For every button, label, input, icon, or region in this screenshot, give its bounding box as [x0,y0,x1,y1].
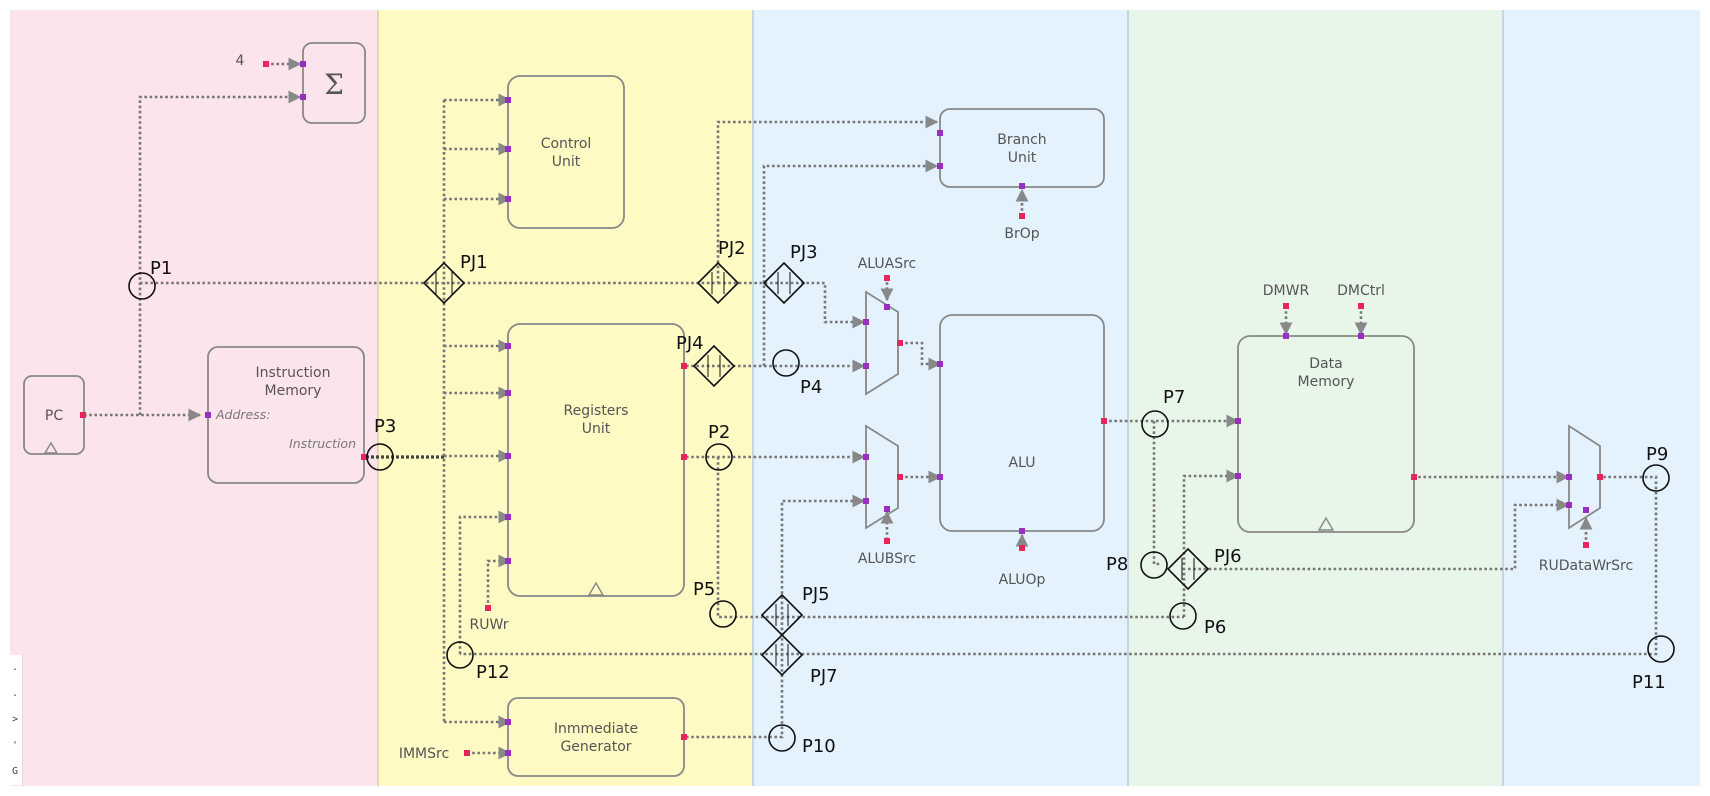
dmctrl-signal: DMCtrl [1337,283,1385,299]
point-p7: P7 [1163,387,1185,408]
toolbar-glyph[interactable]: G [11,766,19,777]
point-p12: P12 [476,662,510,683]
junction-pj4-label: PJ4 [676,333,704,354]
pc-label: PC [45,408,63,424]
point-p5: P5 [693,579,715,600]
const-four: 4 [236,53,245,69]
ruwr-signal: RUWr [470,617,509,633]
branch-unit-title-1: Branch [997,132,1046,148]
point-p1: P1 [150,258,172,279]
junction-pj5-label: PJ5 [802,584,830,605]
stage-writeback [1503,10,1700,786]
alubsrc-signal: ALUBSrc [858,551,916,567]
pc-adder[interactable] [302,42,366,124]
immsrc-signal: IMMSrc [399,746,449,762]
brop-signal: BrOp [1004,226,1039,242]
stage-memory [1128,10,1503,786]
junction-pj4 [692,344,736,388]
junction-pj1 [422,261,466,305]
junction-pj7 [760,633,804,677]
point-p10: P10 [802,736,836,757]
stage-fetch [10,10,378,786]
point-p8: P8 [1106,554,1128,575]
alu-title: ALU [1009,455,1036,471]
instruction-port-label: Instruction [289,436,356,451]
data-mem-title-2: Memory [1298,374,1355,390]
point-p3: P3 [374,416,396,437]
writeback-mux[interactable] [1568,424,1601,530]
left-toolbar[interactable]: . . > ' G [8,655,23,785]
alu-b-mux[interactable] [865,424,899,530]
imm-gen-title-2: Generator [560,739,631,755]
junction-pj6-label: PJ6 [1214,546,1242,567]
rudatawrsrc-signal: RUDataWrSrc [1539,558,1633,574]
stage-decode [378,10,753,786]
registers-title-1: Registers [564,403,629,419]
point-p9: P9 [1646,444,1668,465]
toolbar-glyph[interactable]: ' [11,740,19,751]
imm-gen-title-1: Inmmediate [554,721,638,737]
junction-pj2 [696,261,740,305]
instr-mem-title-2: Memory [265,383,322,399]
point-p6: P6 [1204,617,1226,638]
junction-pj2-label: PJ2 [718,238,746,259]
point-p11: P11 [1632,672,1666,693]
toolbar-glyph[interactable]: > [11,714,19,725]
aluop-signal: ALUOp [999,572,1046,588]
junction-pj3 [762,261,806,305]
junction-pj6 [1166,547,1210,591]
dmwr-signal: DMWR [1263,283,1310,299]
junction-pj3-label: PJ3 [790,242,818,263]
data-mem-title-1: Data [1309,356,1342,372]
control-unit-title-1: Control [541,136,592,152]
address-port-label: Address: [215,407,271,422]
registers-title-2: Unit [582,421,611,437]
aluasrc-signal: ALUASrc [858,256,917,272]
control-unit-title-2: Unit [552,154,581,170]
toolbar-glyph[interactable]: . [11,688,19,699]
point-p2: P2 [708,422,730,443]
junction-pj7-label: PJ7 [810,666,838,687]
branch-unit-title-2: Unit [1008,150,1037,166]
toolbar-glyph[interactable]: . [11,662,19,673]
instr-mem-title-1: Instruction [256,365,331,381]
sum-symbol: Σ [324,68,344,101]
data-memory[interactable] [1237,335,1415,533]
point-p4: P4 [800,377,822,398]
junction-pj1-label: PJ1 [460,252,488,273]
